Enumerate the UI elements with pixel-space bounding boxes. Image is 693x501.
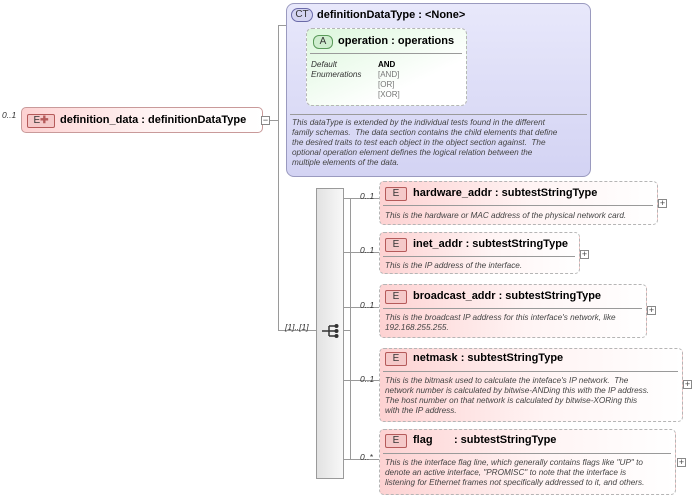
expand-button[interactable]: + [647, 305, 656, 315]
child-element-inet-addr[interactable]: E inet_addr : subtestStringType This is … [379, 232, 580, 274]
branch-5 [344, 459, 380, 460]
root-multiplicity: 0..1 [2, 110, 17, 120]
expand-button[interactable]: + [658, 198, 667, 208]
complex-type-box[interactable]: CT definitionDataType : <None> A operati… [286, 3, 591, 177]
element-tag: E [392, 291, 400, 302]
complex-type-tag: CT [295, 9, 309, 20]
element-icon: E [385, 434, 407, 448]
element-separator [383, 308, 642, 309]
child-multiplicity: 0..1 [360, 374, 375, 384]
attribute-tag: A [319, 36, 327, 47]
expand-button[interactable]: + [683, 379, 692, 389]
attribute-icon: A [313, 35, 333, 49]
element-icon: E [385, 290, 407, 304]
seq-connector [278, 330, 316, 331]
element-tag: E [33, 115, 41, 126]
child-element-name: flag : subtestStringType [413, 434, 557, 446]
element-tag: E [392, 435, 400, 446]
child-element-description: This is the IP address of the interface. [385, 261, 523, 270]
sequence-icon [322, 324, 339, 338]
enum-value-xor: [XOR] [378, 90, 400, 99]
element-separator [383, 205, 653, 206]
child-multiplicity: 0..* [360, 452, 373, 462]
child-multiplicity: 0..1 [360, 300, 375, 310]
default-label: Default [311, 60, 337, 69]
child-multiplicity: 0..1 [360, 191, 375, 201]
root-collapse-button[interactable]: − [261, 115, 270, 125]
child-element-description: This is the hardware or MAC address of t… [385, 211, 627, 220]
enumerations-label: Enumerations [311, 70, 362, 79]
attribute-title: operation : operations [338, 35, 455, 47]
enum-value-or: [OR] [378, 80, 395, 89]
sequence-multiplicity: [1]..[1] [285, 322, 309, 332]
child-element-broadcast-addr[interactable]: E broadcast_addr : subtestStringType Thi… [379, 284, 647, 338]
child-element-flag[interactable]: E flag : subtestStringType This is the i… [379, 429, 676, 495]
child-element-description: This is the broadcast IP address for thi… [385, 313, 616, 332]
branch-1 [344, 198, 380, 199]
expand-button[interactable]: + [580, 249, 589, 259]
complex-type-description: This dataType is extended by the individ… [292, 118, 558, 167]
root-element-name: definition_data : definitionDataType [60, 114, 247, 126]
child-element-netmask[interactable]: E netmask : subtestStringType This is th… [379, 348, 683, 422]
child-element-name: netmask : subtestStringType [413, 352, 564, 364]
element-separator [383, 256, 575, 257]
attribute-separator [310, 53, 462, 54]
child-element-description: This is the bitmask used to calculate th… [385, 376, 650, 415]
child-element-description: This is the interface flag line, which g… [385, 458, 645, 487]
ct-connector [278, 25, 286, 26]
expand-button[interactable]: + [677, 457, 686, 467]
branch-line [350, 198, 351, 459]
child-element-hardware-addr[interactable]: E hardware_addr : subtestStringType This… [379, 181, 658, 225]
branch-2 [344, 252, 380, 253]
root-element-box[interactable]: E✚ definition_data : definitionDataType [21, 107, 263, 133]
element-icon: E [385, 238, 407, 252]
default-value: AND [378, 60, 396, 69]
trunk-line [278, 25, 279, 331]
element-separator [383, 371, 678, 372]
element-tag: E [392, 188, 400, 199]
seq-out-line [344, 330, 350, 331]
complex-type-title: definitionDataType : <None> [317, 9, 466, 21]
enum-value-and: [AND] [378, 70, 400, 79]
child-multiplicity: 0..1 [360, 245, 375, 255]
complex-type-separator [290, 114, 587, 115]
element-tag: E [392, 239, 400, 250]
child-element-name: inet_addr : subtestStringType [413, 238, 569, 250]
branch-4 [344, 380, 380, 381]
element-tag: E [392, 353, 400, 364]
attribute-box[interactable]: A operation : operations Default Enumera… [306, 28, 467, 106]
child-element-name: broadcast_addr : subtestStringType [413, 290, 602, 302]
element-separator [383, 453, 671, 454]
element-icon: E [385, 352, 407, 366]
plus-glyph: ✚ [40, 115, 49, 126]
root-connector [270, 120, 278, 121]
sequence-compositor[interactable] [316, 188, 344, 479]
element-icon: E✚ [27, 114, 55, 128]
child-element-name: hardware_addr : subtestStringType [413, 187, 598, 199]
element-icon: E [385, 187, 407, 201]
complex-type-icon: CT [291, 8, 313, 22]
branch-3 [344, 307, 380, 308]
